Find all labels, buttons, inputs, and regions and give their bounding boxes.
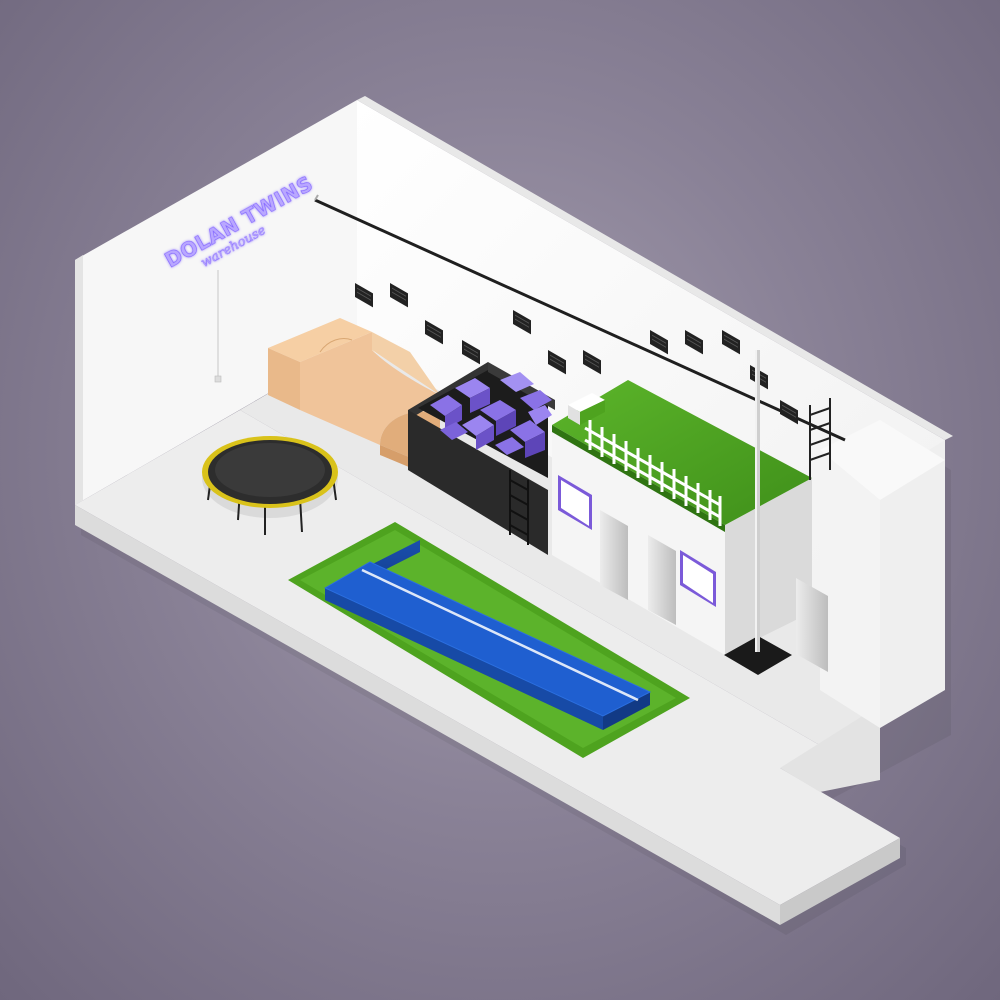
speaker-icon [355,283,373,308]
speaker-icon [513,310,531,335]
ladder-icon [809,398,831,480]
speaker-icon [722,330,740,355]
roof-building [552,380,831,672]
air-track-mat-icon [288,522,690,758]
ladder-icon [509,470,529,545]
picket-fence-icon [584,420,722,526]
air-track-mat-top [325,562,650,716]
door [600,510,628,600]
window [558,475,592,530]
speaker-icon [685,330,703,355]
window [680,550,716,607]
right-block-front [880,440,945,728]
speaker-icon [390,283,408,308]
door [796,578,828,672]
speaker-icon [462,340,480,365]
speaker-icon [780,400,798,425]
left-wall [75,100,357,505]
wall-outlet [214,375,222,383]
speaker-icon [583,350,601,375]
foam-pit-icon [408,362,555,555]
foam-cubes [430,372,552,458]
speaker-icon [650,330,668,355]
speaker-icon [548,350,566,375]
speaker-icon [425,320,443,345]
right-block-side [820,420,945,500]
grass-roof [552,380,812,525]
skate-ramp-icon [268,318,440,480]
pole-icon [724,350,792,675]
door [648,535,676,625]
trampoline-icon [202,436,338,535]
